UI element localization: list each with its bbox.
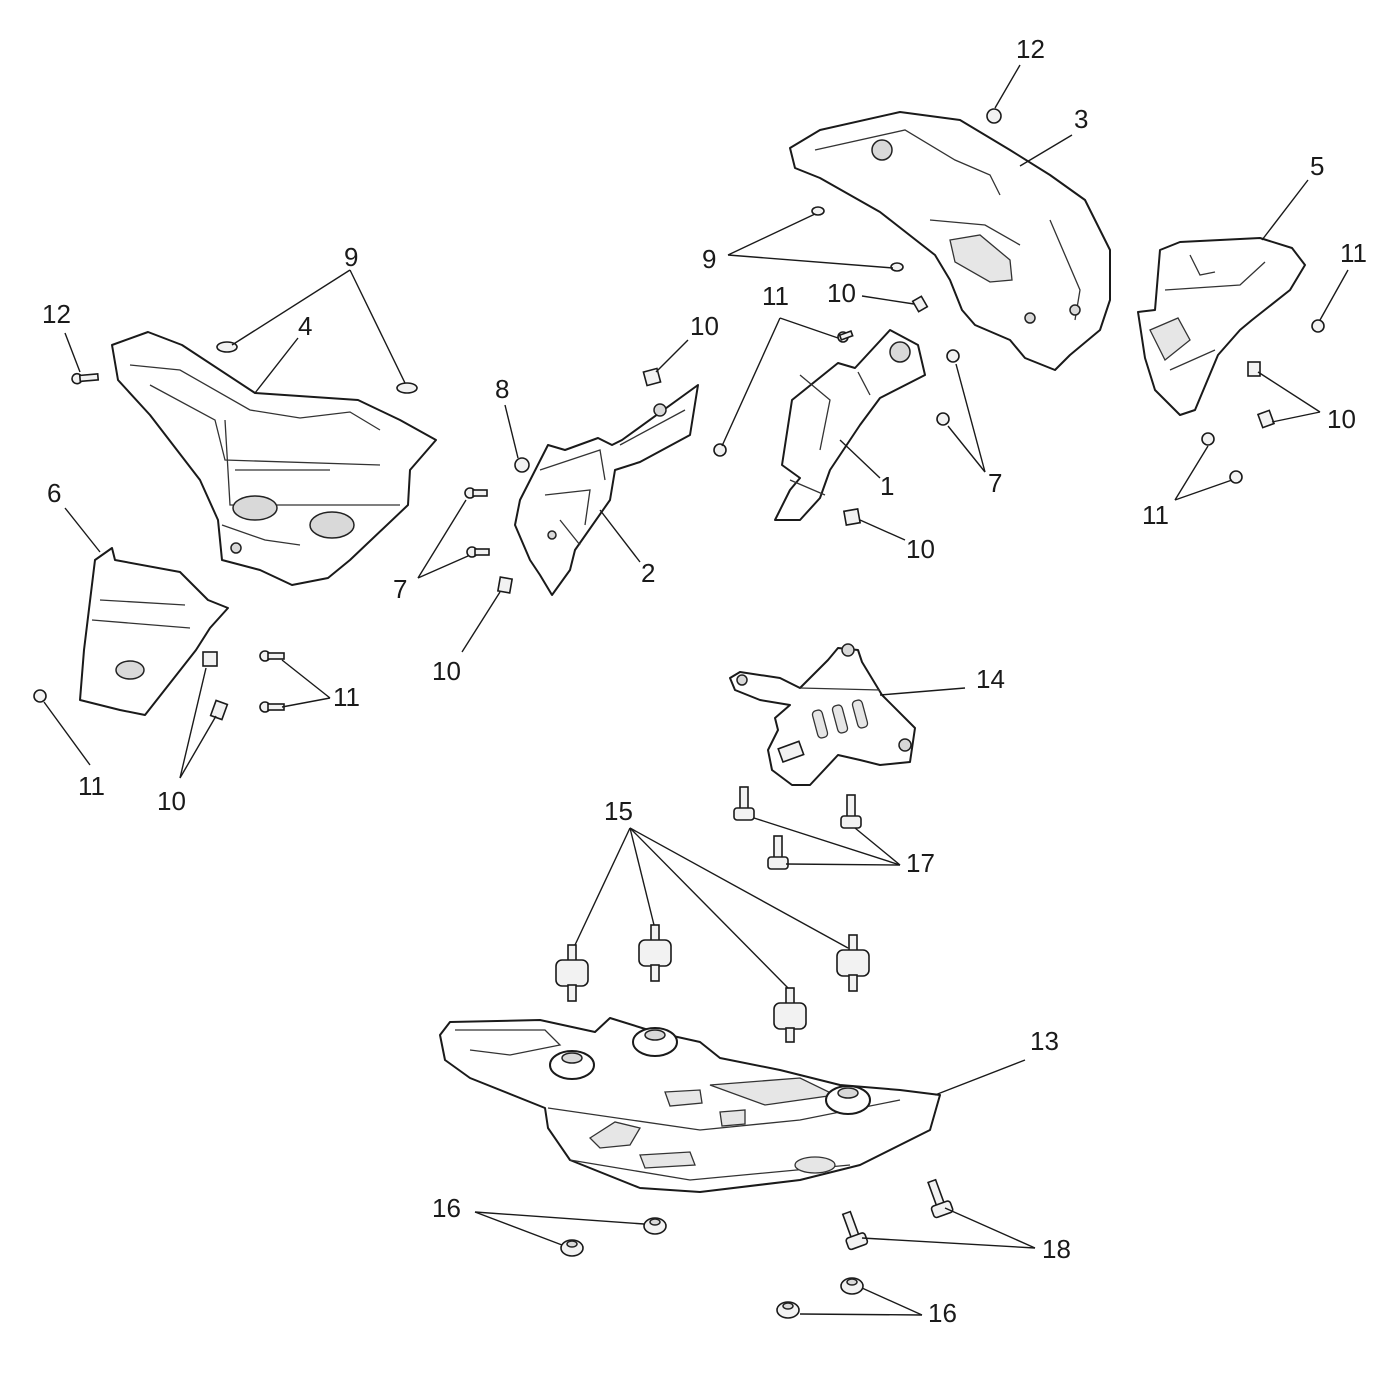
callout-11: 11 [333, 682, 360, 712]
callout-12: 12 [42, 299, 71, 329]
part-11-screws[interactable] [33, 319, 1325, 713]
callout-13: 13 [1030, 1026, 1059, 1056]
part-18-bolts[interactable] [837, 1178, 954, 1251]
part-2-bracket[interactable] [514, 384, 699, 596]
part-8-nut[interactable] [514, 457, 530, 473]
leader-lines [43, 64, 1349, 1316]
part-6-left-lower-cover[interactable] [79, 547, 229, 716]
callout-9: 9 [702, 244, 716, 274]
callout-10: 10 [432, 656, 461, 686]
callout-16: 16 [928, 1298, 957, 1328]
part-4-left-panel[interactable] [111, 331, 437, 586]
callout-18: 18 [1042, 1234, 1071, 1264]
callout-3: 3 [1074, 104, 1088, 134]
callout-17: 17 [906, 848, 935, 878]
mount-15c[interactable] [836, 934, 870, 992]
callout-5: 5 [1310, 151, 1324, 181]
callout-14: 14 [976, 664, 1005, 694]
callout-9: 9 [344, 242, 358, 272]
part-12-screws[interactable] [71, 108, 1002, 385]
part-3-top-panel[interactable] [789, 111, 1111, 371]
part-9-grommets[interactable] [216, 206, 904, 394]
callout-4: 4 [298, 311, 312, 341]
callout-10: 10 [1327, 404, 1356, 434]
mount-15b[interactable] [638, 924, 672, 982]
callout-1: 1 [880, 471, 894, 501]
callout-10: 10 [827, 278, 856, 308]
callout-8: 8 [495, 374, 509, 404]
callout-10: 10 [690, 311, 719, 341]
callout-7: 7 [988, 468, 1002, 498]
callout-11: 11 [1142, 500, 1169, 530]
callout-11: 11 [78, 771, 105, 801]
mount-15d[interactable] [773, 987, 807, 1043]
callout-10: 10 [906, 534, 935, 564]
part-15-mounts[interactable] [555, 924, 870, 1043]
callout-16: 16 [432, 1193, 461, 1223]
part-16-nuts[interactable] [560, 1217, 864, 1319]
part-1-bracket[interactable] [774, 329, 926, 521]
part-10-clips[interactable] [202, 295, 1276, 721]
part-14-mount-bracket[interactable] [729, 643, 916, 786]
callout-15: 15 [604, 796, 633, 826]
part-17-bolts[interactable] [733, 786, 862, 870]
callout-7: 7 [393, 574, 407, 604]
part-5-right-panel[interactable] [1137, 237, 1306, 416]
callout-11: 11 [762, 281, 789, 311]
callout-2: 2 [641, 558, 655, 588]
part-13-skid-plate[interactable] [439, 1017, 941, 1193]
callout-10: 10 [157, 786, 186, 816]
mount-15a[interactable] [555, 944, 589, 1002]
callout-11: 11 [1340, 238, 1367, 268]
callout-labels: 12 12 3 5 9 4 9 10 11 10 8 7 2 1 7 10 10… [42, 34, 1367, 1328]
part-7-screws[interactable] [464, 349, 960, 558]
callout-6: 6 [47, 478, 61, 508]
callout-12: 12 [1016, 34, 1045, 64]
